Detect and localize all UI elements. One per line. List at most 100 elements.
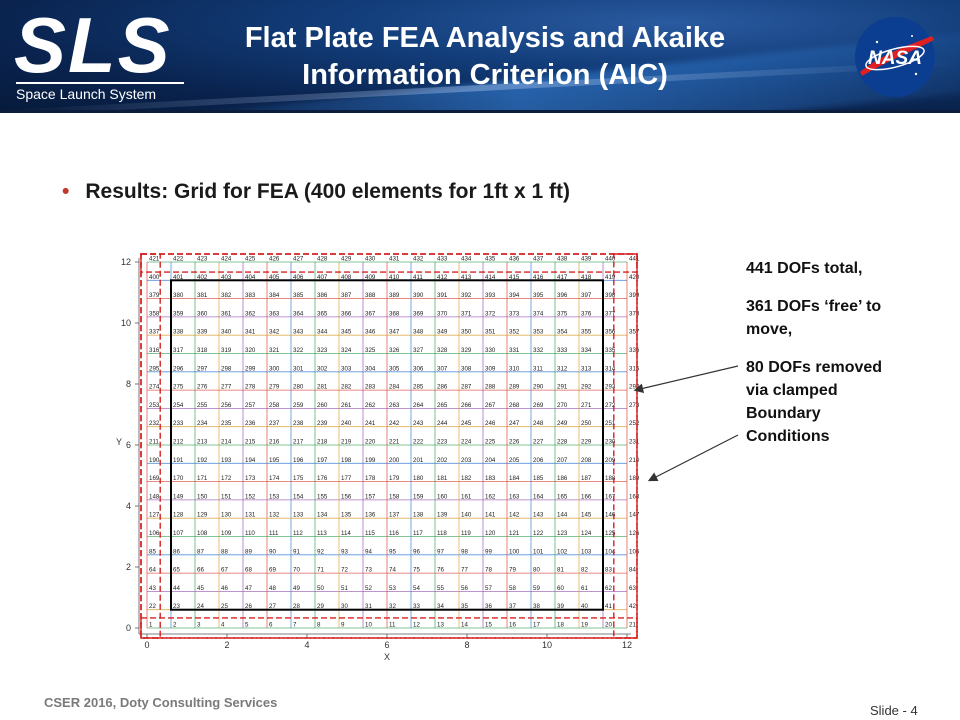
node-label: 332 [533,347,544,354]
node-label: 394 [509,292,520,299]
node-label: 22 [149,603,156,610]
node-label: 395 [533,292,544,299]
node-label: 252 [629,420,640,427]
node-label: 53 [389,585,396,592]
title-line-1: Flat Plate FEA Analysis and Akaike [244,22,726,54]
node-label: 278 [245,384,256,391]
node-label: 413 [461,274,472,281]
node-label: 172 [221,475,232,482]
node-label: 82 [581,567,588,574]
node-label: 90 [269,548,276,555]
node-label: 352 [509,329,520,336]
node-label: 276 [197,384,208,391]
node-label: 329 [461,347,472,354]
node-label: 231 [629,439,640,446]
node-label: 27 [269,603,276,610]
node-label: 366 [341,310,352,317]
y-tick-label: 0 [126,623,131,633]
node-label: 414 [485,274,496,281]
node-label: 155 [317,493,328,500]
node-label: 277 [221,384,232,391]
node-label: 85 [149,548,156,555]
node-label: 393 [485,292,496,299]
node-label: 218 [317,439,328,446]
node-label: 357 [629,329,640,336]
node-label: 49 [293,585,300,592]
node-label: 272 [605,402,616,409]
node-label: 67 [221,567,228,574]
node-label: 241 [365,420,376,427]
node-label: 299 [245,365,256,372]
node-label: 430 [365,256,376,263]
node-label: 65 [173,567,180,574]
node-label: 240 [341,420,352,427]
node-label: 180 [413,475,424,482]
node-label: 121 [509,530,520,537]
node-label: 378 [629,310,640,317]
sls-logo: SLS Space Launch System [14,1,204,106]
node-label: 383 [245,292,256,299]
node-label: 239 [317,420,328,427]
node-label: 297 [197,365,208,372]
note-free-dofs: 361 DOFs ‘free’ to move, [746,298,882,338]
nasa-logo: NASA [855,17,935,97]
node-label: 75 [413,567,420,574]
node-label: 143 [533,512,544,519]
node-label: 51 [341,585,348,592]
node-label: 360 [197,310,208,317]
node-label: 219 [341,439,352,446]
node-label: 279 [269,384,280,391]
node-label: 298 [221,365,232,372]
node-label: 96 [413,548,420,555]
node-label: 230 [605,439,616,446]
node-label: 384 [269,292,280,299]
node-label: 307 [437,365,448,372]
node-label: 400 [149,274,160,281]
node-label: 15 [485,622,492,629]
node-label: 275 [173,384,184,391]
node-label: 30 [341,603,348,610]
node-label: 191 [173,457,184,464]
node-label: 104 [605,548,616,555]
node-label: 417 [557,274,568,281]
node-label: 234 [197,420,208,427]
node-label: 282 [341,384,352,391]
node-label: 362 [245,310,256,317]
node-label: 131 [245,512,256,519]
node-label: 179 [389,475,400,482]
node-label: 60 [557,585,564,592]
node-label: 359 [173,310,184,317]
node-label: 187 [581,475,592,482]
node-label: 32 [389,603,396,610]
node-label: 361 [221,310,232,317]
node-label: 26 [245,603,252,610]
node-label: 168 [629,493,640,500]
header-banner: SLS Space Launch System Flat Plate FEA A… [0,0,960,113]
node-label: 151 [221,493,232,500]
node-label: 263 [389,402,400,409]
node-label: 420 [629,274,640,281]
node-label: 334 [581,347,592,354]
x-tick-label: 2 [224,640,229,650]
node-label: 58 [509,585,516,592]
dof-notes: 441 DOFs total, 361 DOFs ‘free’ to move,… [746,257,886,463]
node-label: 186 [557,475,568,482]
node-label: 148 [149,493,160,500]
node-label: 192 [197,457,208,464]
x-tick-label: 6 [384,640,389,650]
node-label: 227 [533,439,544,446]
node-label: 339 [197,329,208,336]
node-label: 285 [413,384,424,391]
node-label: 325 [365,347,376,354]
node-label: 165 [557,493,568,500]
node-label: 39 [557,603,564,610]
node-label: 280 [293,384,304,391]
node-label: 72 [341,567,348,574]
node-label: 249 [557,420,568,427]
node-label: 46 [221,585,228,592]
node-label: 260 [317,402,328,409]
node-label: 28 [293,603,300,610]
node-label: 23 [173,603,180,610]
node-label: 93 [341,548,348,555]
node-label: 124 [581,530,592,537]
